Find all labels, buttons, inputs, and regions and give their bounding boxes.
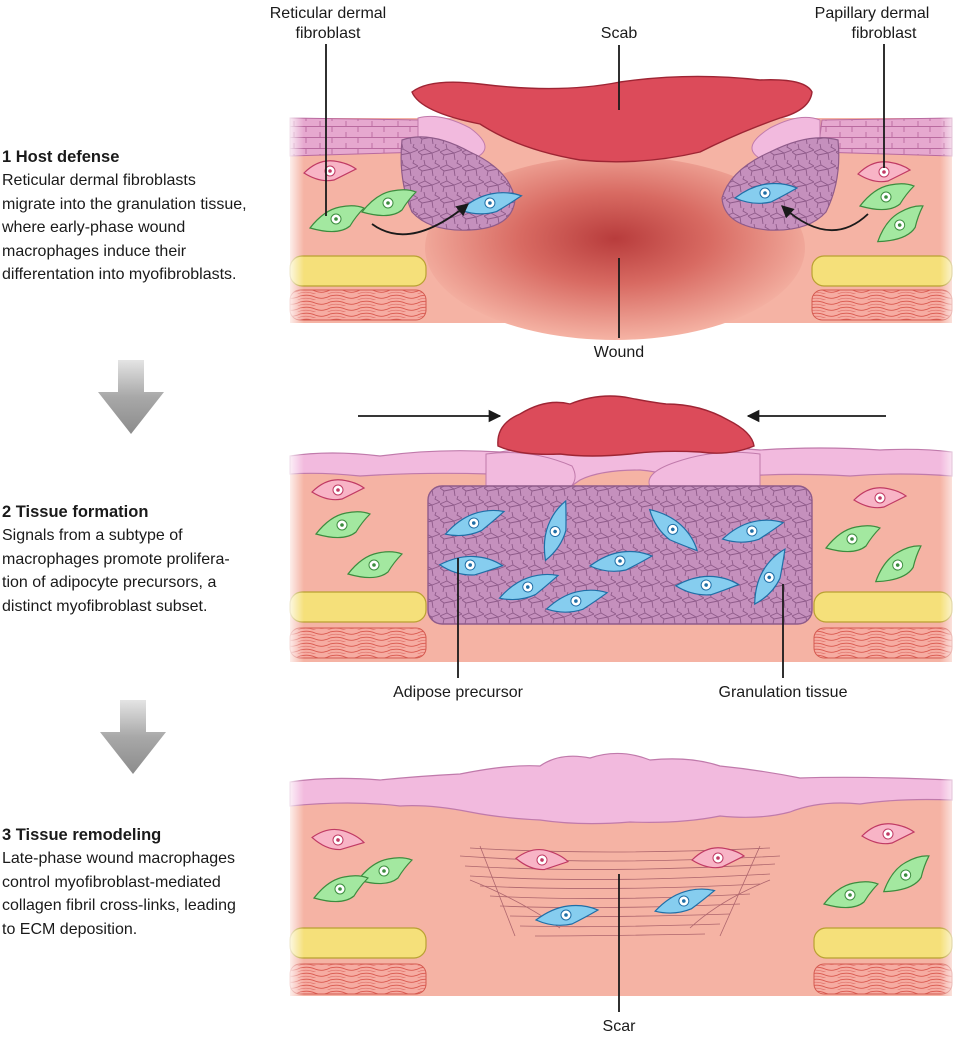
fat-layer xyxy=(289,591,427,623)
stage-2-description: 2 Tissue formation Signals from a subtyp… xyxy=(2,501,292,618)
stage-3-line: Late-phase wound macrophages xyxy=(2,850,236,867)
label-reticular-dermal-fibroblast: Reticular dermal xyxy=(270,5,386,22)
wound-bed xyxy=(425,156,805,340)
label-scab: Scab xyxy=(601,25,638,42)
migration-arrow xyxy=(781,205,869,232)
stage-3-line: control myofibroblast-mediated xyxy=(2,873,221,891)
fat-layer xyxy=(289,927,427,959)
muscle-layer xyxy=(813,627,953,659)
fat-layer xyxy=(811,255,953,287)
stage-2-line: Signals from a subtype of xyxy=(2,527,183,544)
stage-1-line: where early-phase wound xyxy=(2,219,186,236)
migration-arrow xyxy=(371,203,469,236)
stage-1-line: differentation into myofibroblasts. xyxy=(2,266,237,283)
label-wound: Wound xyxy=(594,344,644,361)
label-papillary-dermal-fibroblast: fibroblast xyxy=(852,25,917,42)
scab xyxy=(411,75,813,163)
stage-transition-arrow xyxy=(98,360,164,434)
stage-3-line: collagen fibril cross-links, leading xyxy=(2,897,236,914)
label-reticular-dermal-fibroblast: fibroblast xyxy=(296,25,361,42)
stage-3-line: to ECM deposition. xyxy=(2,920,138,938)
stage-1-line: macrophages induce their xyxy=(2,242,187,260)
label-papillary-dermal-fibroblast: Papillary dermal xyxy=(815,5,930,22)
stage-1-line: migrate into the granulation tissue, xyxy=(2,195,247,213)
panel-tissue-remodeling: Scar xyxy=(286,752,960,1035)
stage-3-title: 3 Tissue remodeling xyxy=(2,826,162,844)
fat-layer xyxy=(813,927,953,959)
muscle-layer xyxy=(289,289,427,321)
stage-transition-arrow xyxy=(100,700,166,774)
muscle-layer xyxy=(813,963,953,995)
stage-1-line: Reticular dermal fibroblasts xyxy=(2,172,196,189)
muscle-layer xyxy=(289,627,427,659)
stage-1-title: 1 Host defense xyxy=(2,148,120,166)
muscle-layer xyxy=(811,289,953,321)
stage-1-description: 1 Host defense Reticular dermal fibrobla… xyxy=(2,146,292,287)
stage-2-line: macrophages promote prolifera- xyxy=(2,550,230,568)
stage-3-description: 3 Tissue remodeling Late-phase wound mac… xyxy=(2,824,292,941)
stage-2-line: distinct myofibroblast subset. xyxy=(2,597,208,615)
fat-layer xyxy=(289,255,427,287)
muscle-layer xyxy=(289,963,427,995)
label-granulation-tissue: Granulation tissue xyxy=(719,684,848,701)
stage-2-title: 2 Tissue formation xyxy=(2,503,149,521)
fat-layer xyxy=(813,591,953,623)
stage-2-line: tion of adipocyte precursors, a xyxy=(2,574,217,591)
panel-host-defense: Reticular dermal fibroblast Scab Papilla… xyxy=(270,5,960,361)
label-scar: Scar xyxy=(603,1018,637,1035)
panel-tissue-formation: Adipose precursor Granulation tissue xyxy=(286,395,960,701)
label-adipose-precursor: Adipose precursor xyxy=(393,684,524,701)
scab xyxy=(497,395,755,457)
